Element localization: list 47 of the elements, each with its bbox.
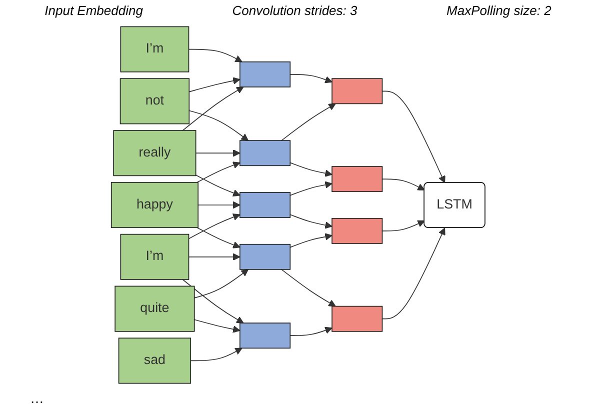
node-box xyxy=(331,306,382,332)
node-box xyxy=(331,166,382,192)
node-box: I’m xyxy=(120,234,190,280)
arrow xyxy=(188,214,240,240)
node-box: really xyxy=(113,130,196,176)
ellipsis-text: … xyxy=(30,390,44,406)
arrow xyxy=(188,48,242,62)
arrow xyxy=(290,162,332,177)
arrow xyxy=(196,162,240,183)
node-box xyxy=(239,140,290,166)
arrow xyxy=(382,220,425,232)
arrow xyxy=(382,178,425,190)
column-heading: Input Embedding xyxy=(44,2,143,18)
arrow xyxy=(196,227,240,248)
node-box xyxy=(331,78,382,104)
arrow xyxy=(195,149,240,157)
arrow xyxy=(188,110,248,141)
arrow xyxy=(195,174,240,196)
arrow xyxy=(280,269,336,307)
node-box xyxy=(239,192,290,218)
arrow xyxy=(188,77,240,92)
arrow xyxy=(188,253,240,261)
column-heading: Convolution strides: 3 xyxy=(232,2,358,18)
arrow xyxy=(382,228,446,320)
node-box: sad xyxy=(118,338,191,384)
arrow xyxy=(290,181,332,196)
arrow xyxy=(290,233,332,248)
node-box: not xyxy=(120,78,190,124)
arrow xyxy=(194,319,240,333)
arrow xyxy=(280,103,336,141)
node-box: happy xyxy=(110,182,198,228)
node-box: I’m xyxy=(120,26,190,72)
arrow xyxy=(182,279,244,324)
node-box xyxy=(331,218,382,244)
node-box xyxy=(239,244,290,270)
arrow xyxy=(190,348,242,362)
column-heading: MaxPolling size: 2 xyxy=(446,2,552,18)
arrow xyxy=(198,201,240,209)
arrow xyxy=(290,74,332,84)
arrow xyxy=(290,214,332,229)
node-box xyxy=(239,322,290,349)
node-box: quite xyxy=(114,286,195,332)
arrow xyxy=(194,269,248,298)
arrow xyxy=(290,326,332,336)
node-box xyxy=(239,61,290,88)
arrow xyxy=(382,90,446,184)
arrow xyxy=(182,86,244,131)
